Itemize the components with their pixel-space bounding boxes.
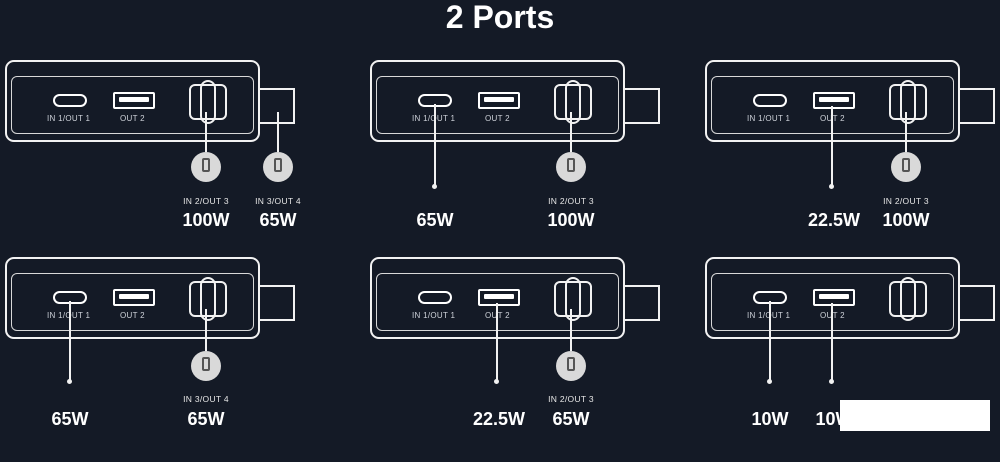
usb-c-port-icon (753, 94, 787, 107)
cable-connector-icon (891, 152, 921, 182)
cable-tab (959, 285, 995, 321)
config-panel-2: IN 1/OUT 1 OUT 2 IN 2/OUT 3 65W 100W (370, 60, 670, 265)
config-panel-3: IN 1/OUT 1 OUT 2 IN 2/OUT 3 22.5W 100W (705, 60, 1000, 265)
cable-connector-icon (556, 152, 586, 182)
usb-a-port-icon (478, 92, 520, 109)
config-panel-1: IN 1/OUT 1 OUT 2 IN 2/OUT 3 IN 3/OUT 4 1… (5, 60, 305, 265)
config-panel-5: IN 1/OUT 1 OUT 2 IN 2/OUT 3 22.5W 65W (370, 257, 670, 462)
usb-a-port-icon (813, 289, 855, 306)
built-in-cable-icon (889, 277, 927, 321)
cable-tab (624, 285, 660, 321)
cable-tab (959, 88, 995, 124)
port-label: OUT 2 (485, 114, 510, 123)
port-label: OUT 2 (120, 114, 145, 123)
cable-connector-icon (191, 351, 221, 381)
wattage-label: 65W (259, 210, 297, 230)
built-in-cable-icon (554, 80, 592, 124)
usb-a-port-icon (813, 92, 855, 109)
wattage-label: 22.5W (472, 409, 526, 429)
port-label: IN 1/OUT 1 (747, 114, 791, 123)
power-bank-body: IN 1/OUT 1 OUT 2 (5, 257, 260, 339)
port-sublabel: IN 2/OUT 3 (883, 196, 929, 206)
wattage-label: 100W (882, 210, 930, 230)
usb-a-port-icon (113, 92, 155, 109)
wattage-label: 100W (547, 210, 595, 230)
port-label: IN 1/OUT 1 (412, 311, 456, 320)
wattage-label: 65W (51, 409, 89, 429)
power-bank-body: IN 1/OUT 1 OUT 2 (5, 60, 260, 142)
white-overlay-block (840, 400, 990, 431)
port-sublabel: IN 3/OUT 4 (183, 394, 229, 404)
cable-tab (259, 285, 295, 321)
port-label: IN 1/OUT 1 (747, 311, 791, 320)
port-label: OUT 2 (120, 311, 145, 320)
wattage-label: 22.5W (807, 210, 861, 230)
port-sublabel: IN 2/OUT 3 (183, 196, 229, 206)
wattage-label: 65W (416, 210, 454, 230)
port-label: IN 1/OUT 1 (47, 114, 91, 123)
port-sublabel: IN 2/OUT 3 (548, 394, 594, 404)
wattage-label: 10W (751, 409, 789, 429)
usb-c-port-icon (53, 94, 87, 107)
wattage-label: 65W (187, 409, 225, 429)
built-in-cable-icon (189, 277, 227, 321)
page-title: 2 Ports (445, 0, 555, 35)
cable-tab (624, 88, 660, 124)
cable-connector-icon (263, 152, 293, 182)
port-sublabel: IN 3/OUT 4 (255, 196, 301, 206)
port-label: IN 1/OUT 1 (47, 311, 91, 320)
cable-connector-icon (191, 152, 221, 182)
port-sublabel: IN 2/OUT 3 (548, 196, 594, 206)
config-panel-4: IN 1/OUT 1 OUT 2 IN 3/OUT 4 65W 65W (5, 257, 305, 462)
wattage-label: 65W (552, 409, 590, 429)
cable-connector-icon (556, 351, 586, 381)
built-in-cable-icon (554, 277, 592, 321)
usb-a-port-icon (113, 289, 155, 306)
built-in-cable-icon (189, 80, 227, 124)
port-label: IN 1/OUT 1 (412, 114, 456, 123)
config-panel-6: IN 1/OUT 1 OUT 2 10W 10W (705, 257, 1000, 462)
usb-c-port-icon (418, 291, 452, 304)
built-in-cable-icon (889, 80, 927, 124)
power-bank-body: IN 1/OUT 1 OUT 2 (370, 60, 625, 142)
wattage-label: 100W (182, 210, 230, 230)
usb-a-port-icon (478, 289, 520, 306)
